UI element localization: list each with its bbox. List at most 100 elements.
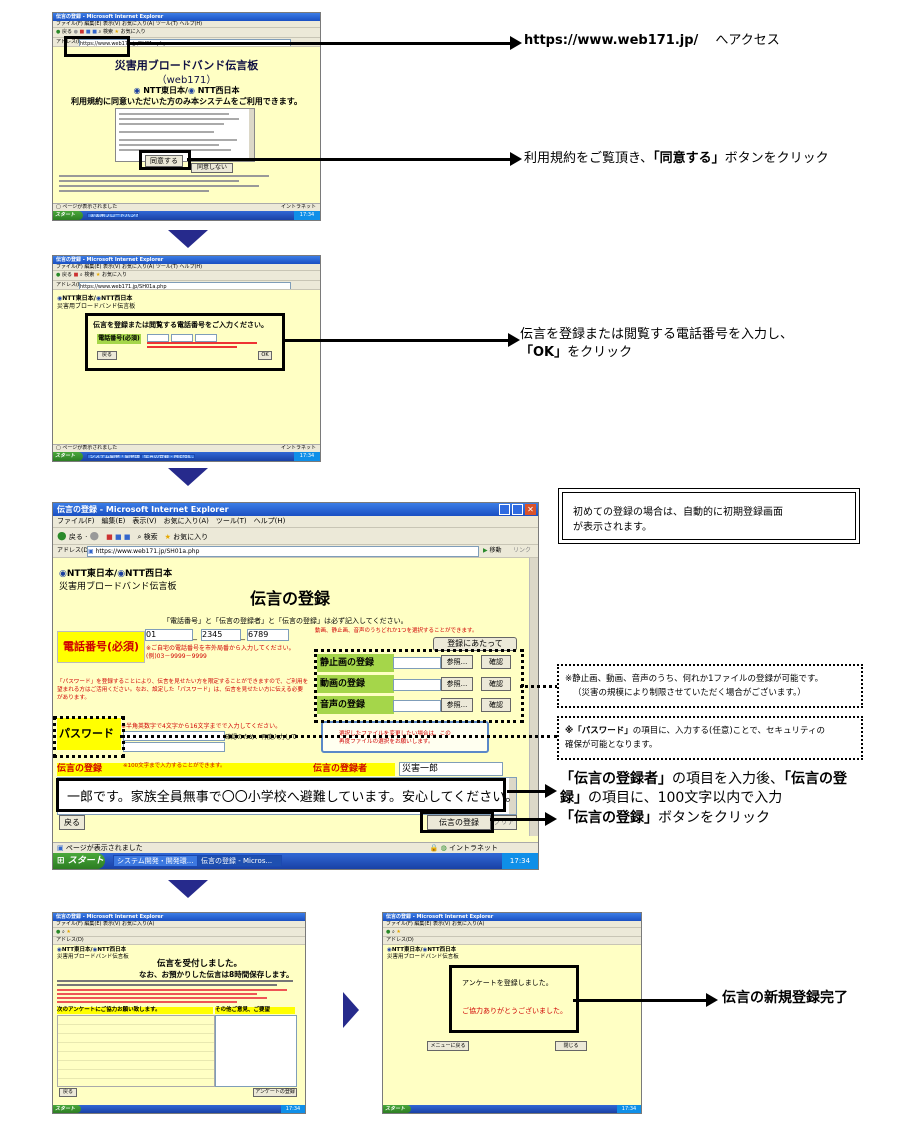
forward-icon[interactable]: ●: [73, 29, 78, 35]
search-icon[interactable]: ⌕: [137, 533, 142, 541]
registrant-input[interactable]: 災害一郎: [399, 762, 503, 776]
still-browse-button[interactable]: 参照...: [441, 655, 473, 669]
back-icon[interactable]: ●: [56, 272, 61, 278]
agree-button[interactable]: 同意する: [145, 155, 183, 167]
terms-textarea[interactable]: [115, 108, 255, 162]
back-button[interactable]: 戻る: [59, 815, 85, 830]
address-input[interactable]: ▣ https://www.web171.jp/SH01a.php: [87, 546, 479, 557]
search-icon[interactable]: ⌕: [98, 29, 102, 35]
stop-icon[interactable]: ■: [79, 29, 85, 35]
window-close-icon[interactable]: ✕: [525, 504, 536, 515]
video-confirm-button[interactable]: 確認: [481, 677, 511, 691]
audio-browse-button[interactable]: 参照...: [441, 698, 473, 712]
disagree-button[interactable]: 同意しない: [191, 163, 233, 173]
start-button[interactable]: スタート: [383, 1105, 411, 1113]
page-scrollbar[interactable]: [529, 558, 538, 836]
forward-icon[interactable]: ●: [89, 529, 100, 542]
menu-tools[interactable]: ツール(T): [215, 517, 247, 525]
menu-favorites[interactable]: お気に入り(A): [121, 921, 155, 927]
back-icon[interactable]: ●: [56, 29, 61, 35]
back-label[interactable]: 戻る: [61, 272, 72, 278]
menu-favorites[interactable]: お気に入り(A): [121, 21, 155, 27]
favorites-label[interactable]: お気に入り: [173, 533, 209, 541]
menu-help[interactable]: ヘルプ(H): [179, 21, 203, 27]
screen4-back-button[interactable]: 戻る: [59, 1088, 77, 1097]
phone-input-2[interactable]: 2345: [201, 629, 241, 641]
menu-view[interactable]: 表示(V): [132, 517, 157, 525]
search-label[interactable]: 検索: [143, 533, 158, 541]
phone-input-1[interactable]: 01: [145, 629, 193, 641]
menu-view[interactable]: 表示(V): [103, 921, 121, 927]
screen2-phone-input-1[interactable]: [147, 334, 169, 342]
search-icon[interactable]: ⌕: [61, 929, 65, 935]
screen2-phone-input-3[interactable]: [195, 334, 217, 342]
back-icon[interactable]: ●: [57, 529, 67, 542]
taskbar-item-dev[interactable]: システム開発・開発環...: [87, 454, 141, 459]
audio-confirm-button[interactable]: 確認: [481, 698, 511, 712]
menu-file[interactable]: ファイル(F): [56, 264, 83, 270]
terms-scrollbar[interactable]: [249, 109, 254, 161]
menu-view[interactable]: 表示(V): [103, 264, 121, 270]
submit-message-button[interactable]: 伝言の登録: [427, 815, 491, 830]
taskbar-item-browser[interactable]: 伝言の登録 - Micros...: [141, 454, 195, 459]
menu-edit[interactable]: 編集(E): [84, 21, 102, 27]
back-label[interactable]: 戻る: [68, 533, 83, 541]
survey-submit-button[interactable]: アンケートの登録: [253, 1088, 297, 1097]
favorites-icon[interactable]: ★: [114, 29, 120, 35]
taskbar-item-browser[interactable]: 伝言の登録 - Micros...: [197, 855, 282, 867]
menu-view[interactable]: 表示(V): [433, 921, 451, 927]
close-button[interactable]: 閉じる: [555, 1041, 587, 1051]
window-minimize-icon[interactable]: [499, 504, 510, 515]
menu-edit[interactable]: 編集(E): [84, 264, 102, 270]
menu-back-button[interactable]: メニューに戻る: [427, 1041, 469, 1051]
back-label[interactable]: 戻る: [61, 29, 72, 35]
screen2-phone-input-2[interactable]: [171, 334, 193, 342]
back-icon[interactable]: ●: [56, 929, 61, 935]
screen2-ok-button[interactable]: OK: [258, 351, 272, 360]
start-button[interactable]: スタート: [53, 211, 83, 220]
still-image-path[interactable]: [393, 657, 441, 669]
home-icon[interactable]: ■: [92, 29, 97, 35]
menu-file[interactable]: ファイル(F): [57, 517, 95, 525]
refresh-icon[interactable]: ■: [85, 29, 91, 35]
taskbar-item-dev[interactable]: システム開発・開発環...: [113, 855, 198, 867]
menu-edit[interactable]: 編集(E): [414, 921, 432, 927]
still-confirm-button[interactable]: 確認: [481, 655, 511, 669]
menu-tools[interactable]: ツール(T): [155, 21, 178, 27]
favorites-label[interactable]: お気に入り: [102, 272, 128, 278]
menu-file[interactable]: ファイル(F): [386, 921, 413, 927]
phone-input-3[interactable]: 6789: [247, 629, 289, 641]
links-label[interactable]: リンク: [513, 547, 532, 554]
back-icon[interactable]: ●: [386, 929, 391, 935]
favorites-icon[interactable]: ★: [164, 533, 171, 541]
video-path[interactable]: [393, 679, 441, 691]
stop-icon[interactable]: ■: [106, 533, 113, 541]
survey-table[interactable]: [57, 1015, 215, 1087]
search-icon[interactable]: ⌕: [391, 929, 395, 935]
start-button[interactable]: ⊞ スタート: [53, 853, 105, 869]
menu-favorites[interactable]: お気に入り(A): [163, 517, 209, 525]
menu-help[interactable]: ヘルプ(H): [179, 264, 203, 270]
start-button[interactable]: スタート: [53, 1105, 81, 1113]
address-input[interactable]: https://www.web171.jp/SH01a.php: [79, 282, 291, 289]
favorites-icon[interactable]: ★: [396, 929, 401, 935]
menu-file[interactable]: ファイル(F): [56, 21, 83, 27]
home-icon[interactable]: ■: [123, 533, 131, 541]
menu-tools[interactable]: ツール(T): [155, 264, 178, 270]
search-label[interactable]: 検索: [102, 29, 113, 35]
go-button[interactable]: ▶ 移動: [483, 545, 502, 557]
audio-path[interactable]: [393, 700, 441, 712]
start-button[interactable]: スタート: [53, 452, 83, 461]
favorites-icon[interactable]: ★: [95, 272, 101, 278]
menu-file[interactable]: ファイル(F): [56, 921, 83, 927]
menu-favorites[interactable]: お気に入り(A): [121, 264, 155, 270]
favorites-icon[interactable]: ★: [66, 929, 71, 935]
password-confirm-input[interactable]: [123, 742, 225, 752]
menu-edit[interactable]: 編集(E): [101, 517, 126, 525]
comments-textarea[interactable]: [215, 1015, 297, 1087]
favorites-label[interactable]: お気に入り: [120, 29, 146, 35]
refresh-icon[interactable]: ■: [115, 533, 122, 541]
menu-view[interactable]: 表示(V): [103, 21, 121, 27]
menu-favorites[interactable]: お気に入り(A): [451, 921, 485, 927]
window-maximize-icon[interactable]: [512, 504, 523, 515]
